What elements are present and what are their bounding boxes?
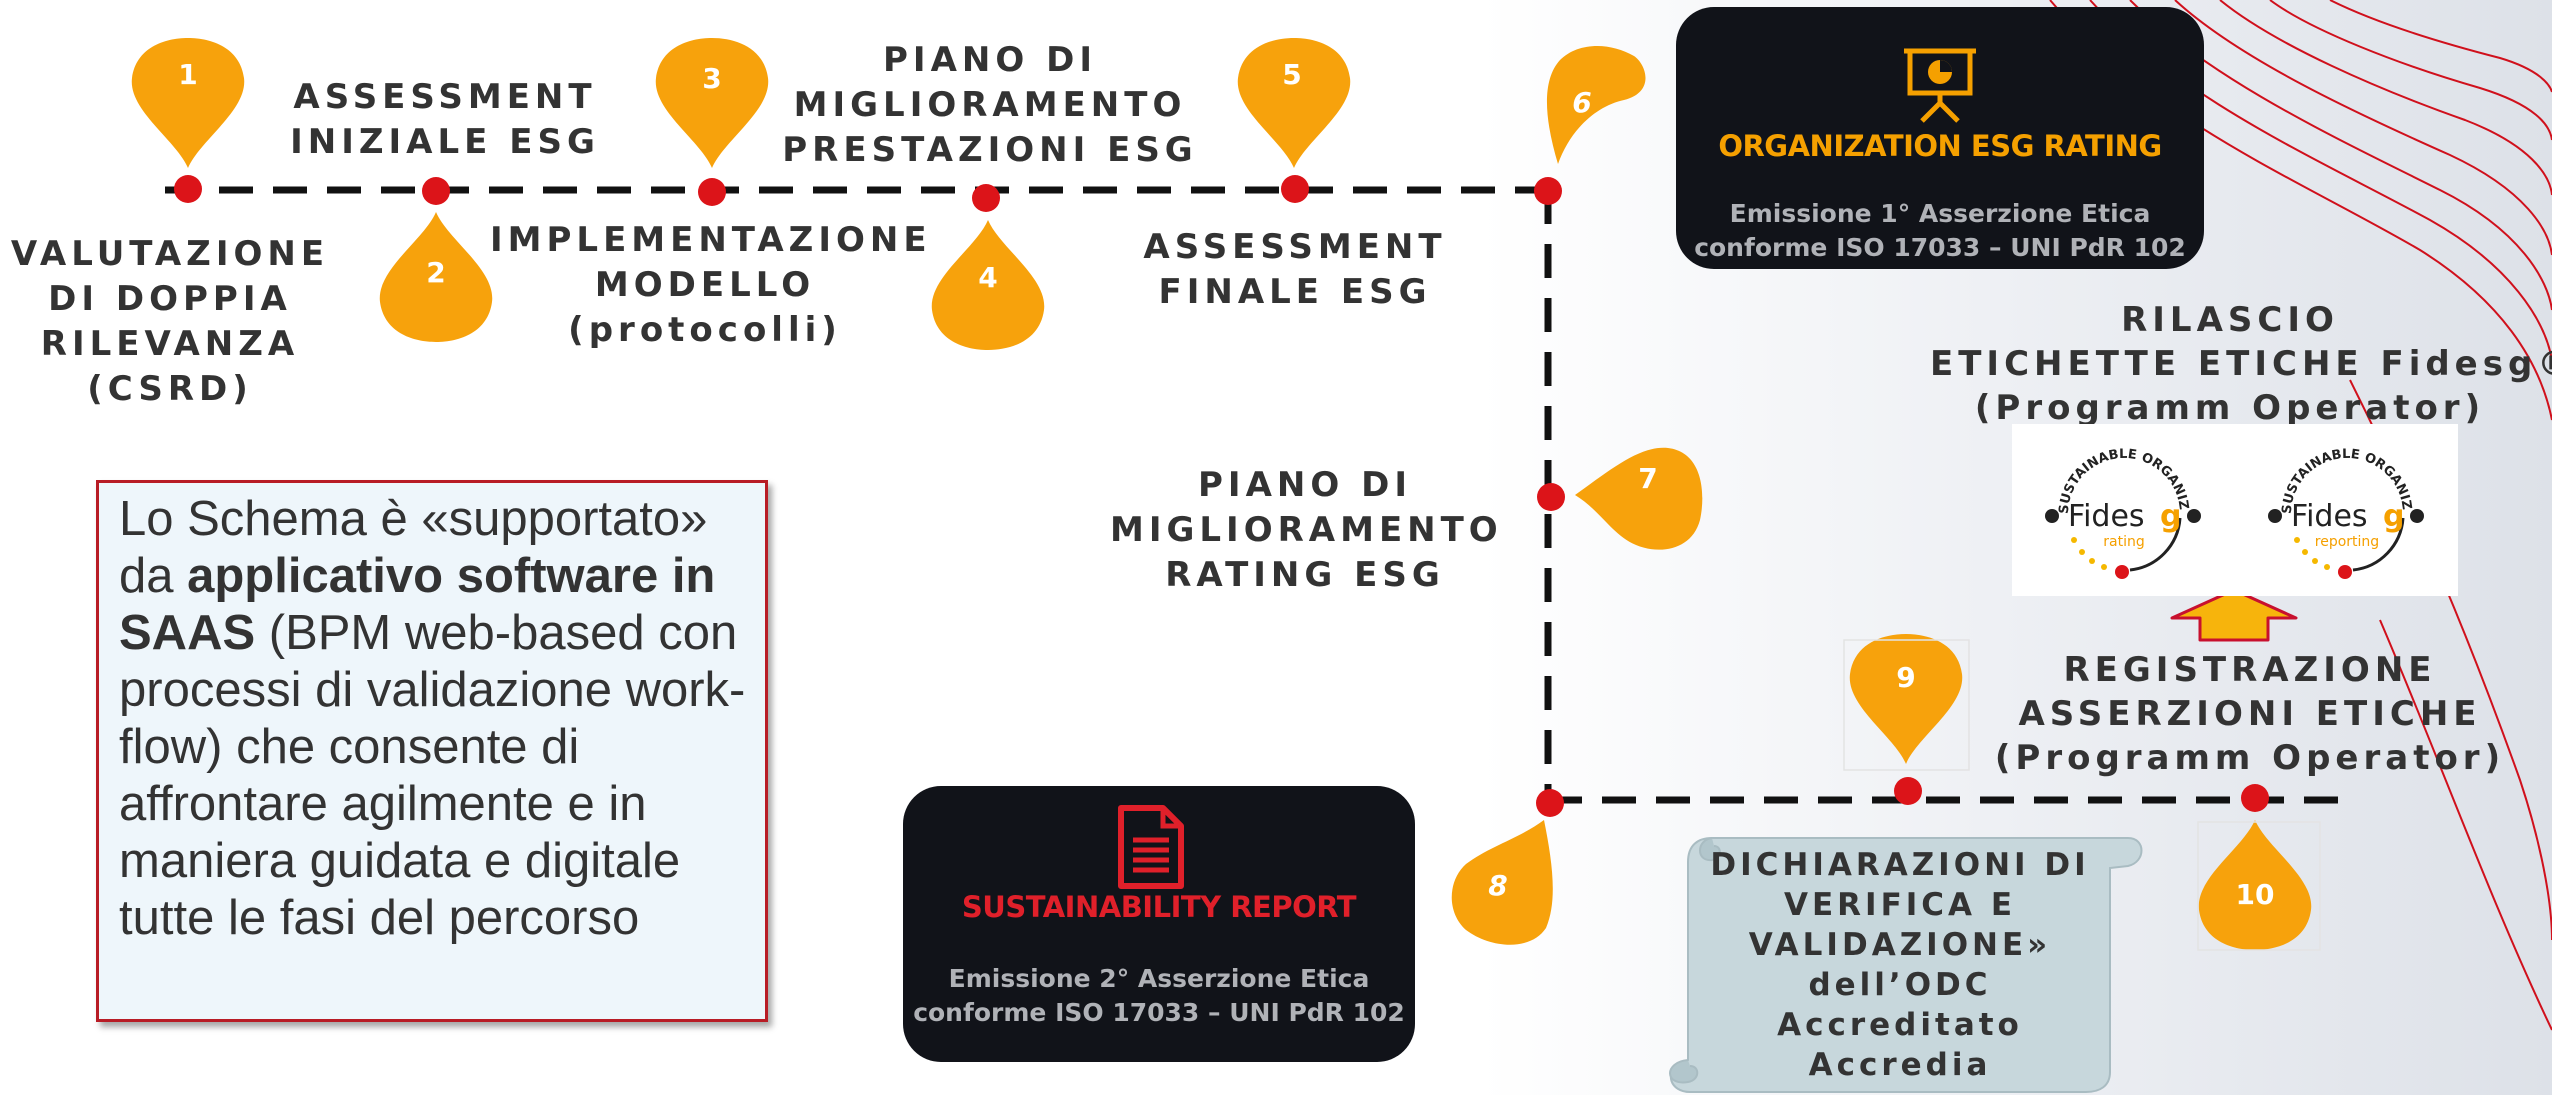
- pin-8: [1451, 820, 1553, 945]
- fidesg-badge-reporting: SUSTAINABLE ORGANIZATION Fides g reporti…: [2229, 413, 2458, 596]
- sustainability-report-line1: Emissione 2° Asserzione Etica: [948, 964, 1370, 993]
- pin-9: [1849, 634, 1963, 764]
- svg-text:reporting: reporting: [2315, 534, 2379, 550]
- org-rating-line2: conforme ISO 17033 – UNI PdR 102: [1694, 233, 2186, 262]
- dot-10: [2241, 784, 2269, 812]
- document-icon: [1118, 805, 1184, 889]
- pin-number-10: 10: [2235, 878, 2275, 911]
- dot-7: [1537, 483, 1565, 511]
- org-rating-line1: Emissione 1° Asserzione Etica: [1729, 199, 2151, 228]
- pin-number-7: 7: [1638, 462, 1658, 495]
- pin-1: [131, 38, 245, 168]
- pin-number-4: 4: [978, 261, 998, 294]
- pin-10: [2198, 820, 2312, 950]
- pin-number-5: 5: [1282, 58, 1302, 91]
- pin-2: [379, 212, 493, 342]
- dot-5: [1281, 175, 1309, 203]
- pin-4: [931, 220, 1045, 350]
- schema-text-part1: Lo Schema è «supportato» da: [119, 492, 708, 603]
- pin-5: [1237, 38, 1351, 168]
- dot-3: [698, 178, 726, 206]
- schema-text: Lo Schema è «supportato» da applicativo …: [119, 491, 759, 947]
- org-rating-box: ORGANIZATION ESG RATING Emissione 1° Ass…: [1676, 7, 2204, 269]
- pin-number-2: 2: [426, 256, 446, 289]
- pin-3: [655, 38, 769, 168]
- dot-8: [1536, 789, 1564, 817]
- org-rating-title: ORGANIZATION ESG RATING: [1718, 129, 2162, 163]
- pin-6: [1546, 45, 1646, 164]
- fidesg-reporting-logo: SUSTAINABLE ORGANIZATION Fides g reporti…: [2229, 413, 2424, 579]
- pin-number-1: 1: [178, 58, 198, 91]
- svg-text:rating: rating: [2103, 534, 2144, 550]
- pin-7: [1575, 447, 1703, 550]
- fidesg-badge-rating: SUSTAINABLE ORGANIZATION Fides g rating: [2006, 413, 2235, 596]
- schema-text-part2: (BPM web-based con processi di validazio…: [119, 606, 746, 945]
- sustainability-report-title: SUSTAINABILITY REPORT: [961, 890, 1357, 924]
- pin-number-6: 6: [1572, 86, 1592, 119]
- dot-4: [972, 184, 1000, 212]
- dot-9: [1894, 777, 1922, 805]
- schema-text-bold: applicativo software in SAAS: [119, 549, 716, 660]
- fidesg-rating-logo: SUSTAINABLE ORGANIZATION Fides g rating: [2006, 413, 2201, 579]
- pin-number-9: 9: [1896, 661, 1916, 694]
- sustainability-report-box: SUSTAINABILITY REPORT Emissione 2° Asser…: [903, 786, 1415, 1062]
- schema-box: Lo Schema è «supportato» da applicativo …: [96, 480, 768, 1022]
- dot-2: [422, 177, 450, 205]
- dot-1: [174, 175, 202, 203]
- sustainability-report-line2: conforme ISO 17033 – UNI PdR 102: [913, 998, 1405, 1027]
- svg-text:g: g: [2383, 499, 2404, 534]
- svg-text:g: g: [2160, 499, 2181, 534]
- up-arrow-icon: [2170, 588, 2298, 642]
- presentation-chart-icon: [1904, 48, 1976, 123]
- pin-number-3: 3: [702, 62, 722, 95]
- svg-text:Fides: Fides: [2291, 499, 2368, 534]
- pin-number-8: 8: [1488, 869, 1508, 902]
- svg-text:Fides: Fides: [2068, 499, 2145, 534]
- dot-6: [1534, 177, 1562, 205]
